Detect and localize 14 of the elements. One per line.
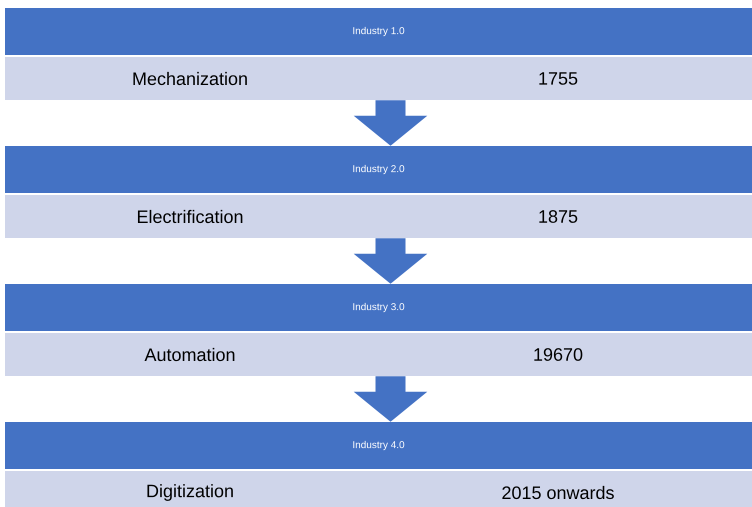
year-label: 1755 <box>539 72 578 85</box>
stage-name: Electrification <box>138 210 242 224</box>
stage-row <box>5 333 752 376</box>
year-label: 1875 <box>539 210 578 223</box>
header-band: Industry 1.0 <box>5 8 752 55</box>
stage-name: Mechanization <box>133 72 247 86</box>
stage-row <box>5 57 752 100</box>
stage-row <box>5 471 752 507</box>
year-label: 19670 <box>534 348 582 361</box>
stage-row <box>5 195 752 238</box>
stage-name: Digitization <box>147 484 233 501</box>
year-label: 2015 onwards <box>502 486 614 500</box>
stage-name: Automation <box>144 348 234 362</box>
header-band: Industry 4.0 <box>5 422 752 469</box>
